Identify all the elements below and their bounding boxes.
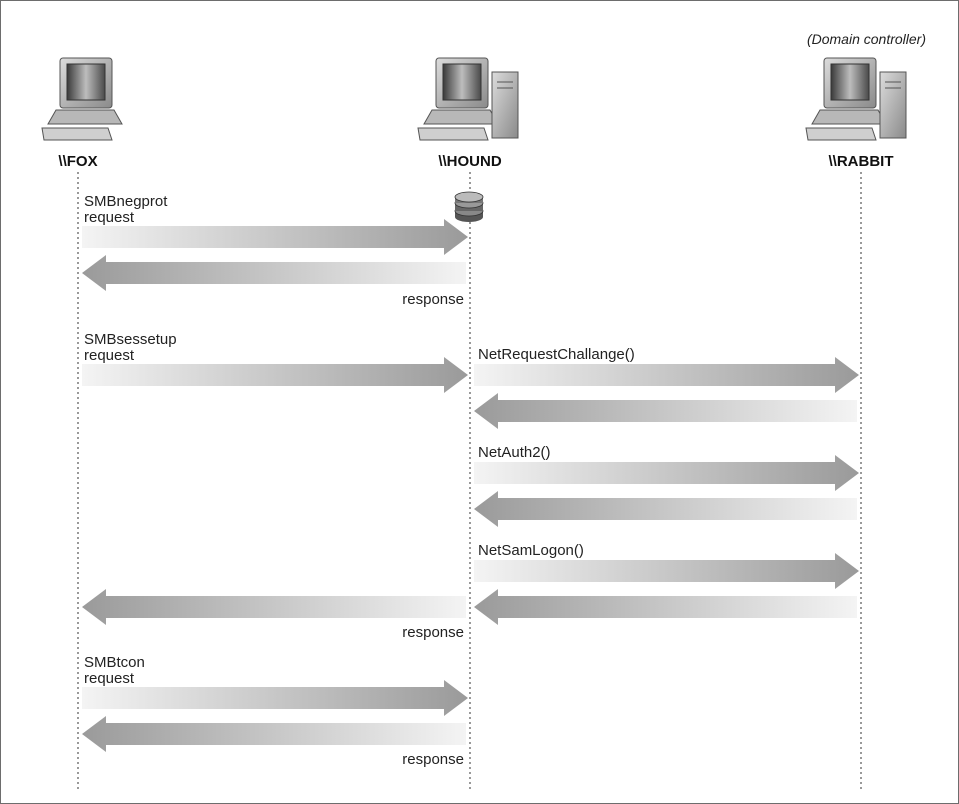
message-label-request: request [84, 347, 135, 364]
message-label-request: request [84, 670, 135, 687]
message-arrow-smbnegprot-request [82, 219, 468, 255]
host-label-rabbit: \\RABBIT [829, 153, 894, 170]
database-icon [454, 191, 484, 222]
rabbit-role-note: (Domain controller) [807, 31, 926, 47]
message-arrow-smbtcon-response [82, 716, 466, 752]
message-label-request: request [84, 209, 135, 226]
message-arrow-netrequestchallange-reply [474, 393, 857, 429]
message-arrow-smbnegprot-response [82, 255, 466, 291]
message-arrow-netauth2 [474, 455, 859, 491]
message-label-response: response [402, 291, 464, 308]
workstation-icon [41, 57, 123, 141]
message-label-smbtcon: SMBtcon [84, 654, 145, 671]
message-label-response: response [402, 751, 464, 768]
host-label-hound: \\HOUND [438, 153, 502, 170]
message-arrow-netsamlogon [474, 553, 859, 589]
message-label-smbnegprot: SMBnegprot [84, 193, 168, 210]
message-arrow-smbtcon-request [82, 680, 468, 716]
message-label-netauth2: NetAuth2() [478, 444, 551, 461]
server-icon [417, 57, 519, 141]
message-arrow-smbsessetup-response [82, 589, 466, 625]
message-label-response: response [402, 624, 464, 641]
message-arrow-netrequestchallange [474, 357, 859, 393]
message-label-netrequestchallange: NetRequestChallange() [478, 346, 635, 363]
message-arrow-smbsessetup-request [82, 357, 468, 393]
host-label-fox: \\FOX [58, 153, 97, 170]
message-arrow-netsamlogon-reply [474, 589, 857, 625]
message-label-netsamlogon: NetSamLogon() [478, 542, 584, 559]
server-icon [805, 57, 907, 141]
message-arrow-netauth2-reply [474, 491, 857, 527]
message-label-smbsessetup: SMBsessetup [84, 331, 177, 348]
